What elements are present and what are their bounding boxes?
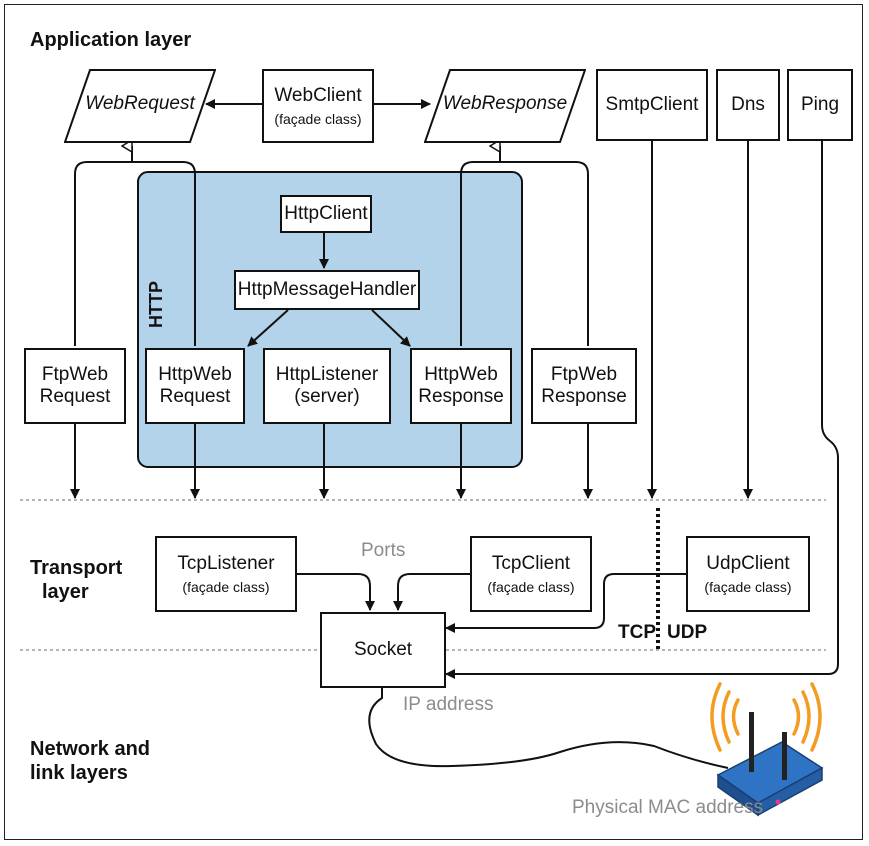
tcplistener-box: TcpListener (façade class): [155, 536, 297, 612]
httpwebresponse-box: HttpWeb Response: [410, 348, 512, 424]
udpclient-box: UdpClient (façade class): [686, 536, 810, 612]
httpwebrequest-label: HttpWeb: [158, 364, 232, 386]
httpmessagehandler-box: HttpMessageHandler: [234, 270, 420, 310]
httpclient-label: HttpClient: [284, 203, 368, 225]
webresponse-label: WebResponse: [442, 93, 568, 114]
ftpwebrequest-label: FtpWeb: [41, 364, 109, 386]
webclient-label: WebClient: [274, 85, 362, 107]
arrow-handler-to-httpwebresponse: [371, 309, 411, 347]
tcp-annotation: TCP: [618, 622, 656, 643]
udpclient-to-socket: [445, 573, 686, 633]
httpmessagehandler-label: HttpMessageHandler: [237, 279, 417, 301]
tcpclient-box: TcpClient (façade class): [470, 536, 592, 612]
webclient-box: WebClient (façade class): [262, 69, 374, 143]
socket-to-router-cable: [368, 688, 729, 769]
ports-annotation: Ports: [361, 540, 406, 561]
inherit-webrequest: [74, 146, 196, 346]
network-layer-title-line: link layers: [30, 762, 128, 784]
transport-layer-title-line: Transport: [30, 557, 123, 579]
wifi-router-icon: [710, 682, 824, 817]
webresponse-shape: [424, 69, 586, 143]
ftpwebrequest-box: FtpWeb Request: [24, 348, 126, 424]
ping-label: Ping: [800, 94, 840, 116]
ftpwebresponse-label: FtpWeb: [550, 364, 618, 386]
dns-label: Dns: [731, 94, 765, 116]
inherit-webresponse: [460, 146, 589, 346]
transport-layer-title-line: layer: [42, 581, 89, 603]
ftpwebrequest-label: Request: [39, 386, 111, 407]
tcplistener-label: TcpListener: [177, 553, 275, 575]
tcplistener-sublabel: (façade class): [182, 578, 270, 595]
httpclient-box: HttpClient: [280, 195, 372, 233]
httpwebrequest-box: HttpWeb Request: [145, 348, 245, 424]
webrequest-label: WebRequest: [85, 93, 195, 114]
transport-layer-title: Transport layer: [30, 556, 122, 604]
smtpclient-box: SmtpClient: [596, 69, 708, 141]
tcplistener-to-socket: [297, 573, 375, 611]
ping-to-socket: [445, 140, 839, 679]
dns-box: Dns: [716, 69, 780, 141]
webresponse-abstract-class: WebResponse: [424, 69, 586, 143]
smtpclient-label: SmtpClient: [605, 94, 699, 116]
udpclient-sublabel: (façade class): [704, 578, 792, 595]
httplistener-label: HttpListener: [275, 364, 379, 386]
httplistener-box: HttpListener (server): [263, 348, 391, 424]
httpwebresponse-label: HttpWeb: [424, 364, 498, 386]
http-group-label: HTTP: [146, 281, 166, 328]
socket-label: Socket: [353, 639, 413, 661]
udpclient-label: UdpClient: [706, 553, 790, 575]
udp-annotation: UDP: [667, 622, 708, 643]
tcpclient-label: TcpClient: [491, 553, 571, 575]
arrow-handler-to-httpwebrequest: [247, 309, 289, 347]
diagram-frame: [4, 4, 863, 840]
webrequest-abstract-class: WebRequest: [64, 69, 216, 143]
tcpclient-sublabel: (façade class): [487, 578, 575, 595]
tcpclient-to-socket: [393, 573, 470, 611]
ftpwebresponse-label: Response: [541, 386, 627, 407]
httpwebrequest-label: Request: [159, 386, 231, 407]
httplistener-label: (server): [294, 386, 360, 407]
application-layer-title: Application layer: [30, 29, 192, 51]
httpwebresponse-label: Response: [418, 386, 504, 407]
mac-address-annotation: Physical MAC address: [572, 797, 764, 818]
network-layer-title: Network and link layers: [30, 737, 150, 785]
network-layer-title-line: Network and: [30, 738, 151, 760]
ip-address-annotation: IP address: [403, 694, 494, 715]
ping-box: Ping: [787, 69, 853, 141]
socket-box: Socket: [320, 612, 446, 688]
webrequest-shape: [64, 69, 216, 143]
webclient-sublabel: (façade class): [274, 110, 362, 127]
ftpwebresponse-box: FtpWeb Response: [531, 348, 637, 424]
